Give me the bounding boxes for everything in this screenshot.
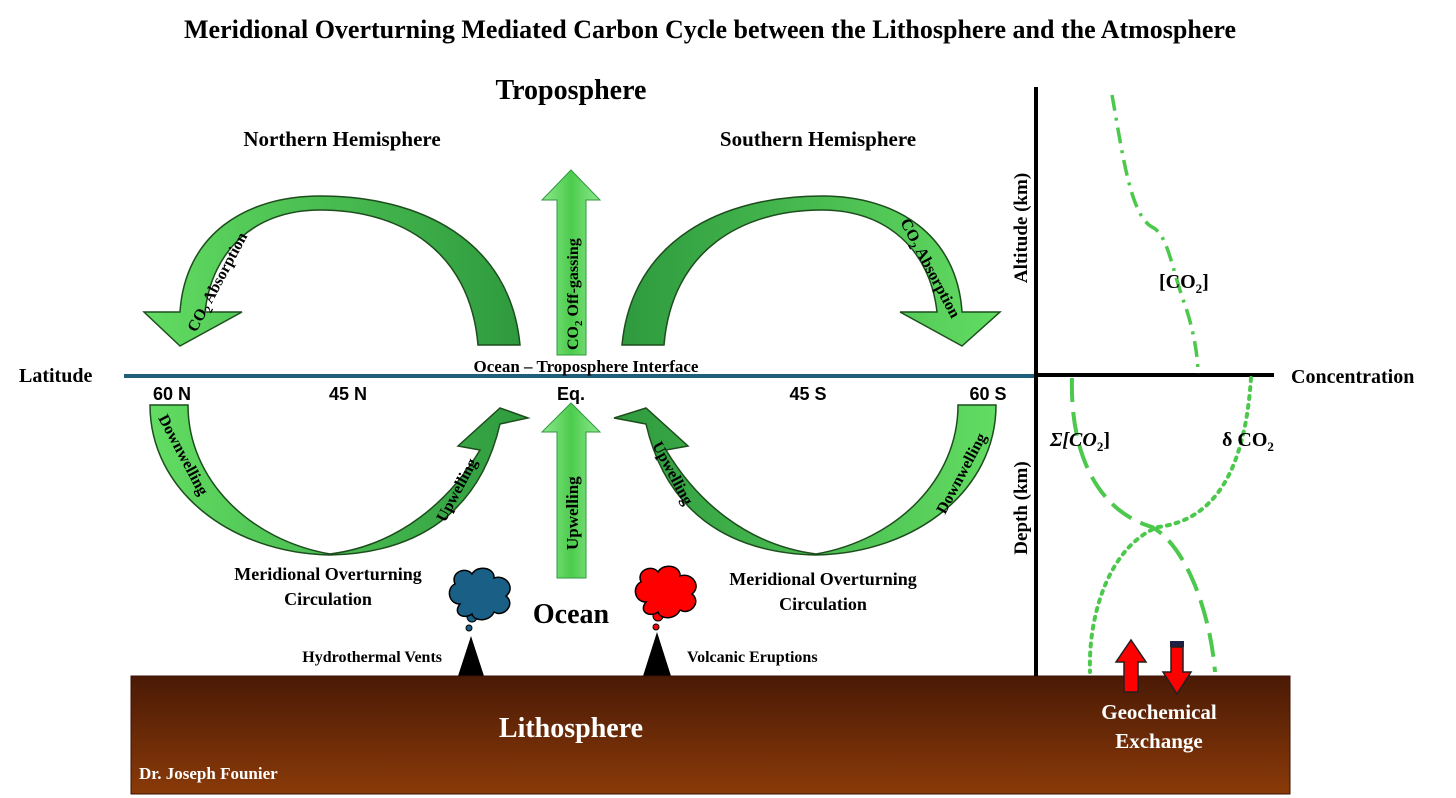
troposphere-label: Troposphere bbox=[496, 75, 647, 106]
volcano-icon bbox=[634, 565, 697, 676]
geochemical-exchange-label-line2: Exchange bbox=[1115, 729, 1203, 753]
offgassing-label: CO2 Off-gassing bbox=[565, 238, 585, 350]
overturning-arrow-south bbox=[613, 404, 997, 556]
delta-co2-label: δ CO2 bbox=[1222, 429, 1274, 454]
upwelling-label-equator: Upwelling bbox=[563, 476, 582, 550]
hydrothermal-vents-label: Hydrothermal Vents bbox=[302, 649, 442, 666]
latitude-tick-eq: Eq. bbox=[557, 384, 585, 404]
circulation-label-north-line2: Circulation bbox=[284, 589, 372, 609]
circulation-label-south-line1: Meridional Overturning bbox=[729, 569, 917, 589]
exchange-arrow-down-icon bbox=[1161, 641, 1193, 696]
geochemical-exchange-label-line1: Geochemical bbox=[1101, 700, 1217, 724]
upwelling-label-north: Upwelling bbox=[434, 456, 482, 525]
absorption-arrow-south bbox=[621, 195, 1002, 347]
atmospheric-co2-profile bbox=[1110, 94, 1200, 375]
depth-axis-label: Depth (km) bbox=[1011, 461, 1032, 554]
latitude-tick-45n: 45 N bbox=[329, 384, 367, 404]
atmospheric-co2-label: [CO2] bbox=[1159, 271, 1209, 296]
offgassing-arrow bbox=[540, 169, 602, 356]
upwelling-arrow-equator bbox=[540, 402, 602, 579]
latitude-tick-60n: 60 N bbox=[153, 384, 191, 404]
hydrothermal-vent-icon bbox=[448, 567, 511, 676]
absorption-arrow-north bbox=[142, 195, 521, 347]
interface-label: Ocean – Troposphere Interface bbox=[474, 357, 699, 376]
overturning-arrow-north bbox=[149, 404, 531, 556]
northern-hemisphere-label: Northern Hemisphere bbox=[243, 127, 440, 151]
ocean-label: Ocean bbox=[533, 599, 610, 630]
sigma-co2-label: Σ[CO2] bbox=[1049, 429, 1110, 454]
exchange-arrow-up-icon bbox=[1114, 638, 1148, 693]
latitude-tick-45s: 45 S bbox=[789, 384, 826, 404]
delta-co2-profile bbox=[1087, 376, 1253, 674]
lithosphere-label: Lithosphere bbox=[499, 713, 643, 744]
concentration-axis-label: Concentration bbox=[1291, 366, 1414, 388]
latitude-tick-60s: 60 S bbox=[969, 384, 1006, 404]
latitude-axis-label: Latitude bbox=[19, 365, 92, 387]
author-credit: Dr. Joseph Founier bbox=[139, 764, 278, 783]
lithosphere-layer bbox=[130, 675, 1291, 795]
volcanic-eruptions-label: Volcanic Eruptions bbox=[687, 649, 818, 666]
southern-hemisphere-label: Southern Hemisphere bbox=[720, 127, 916, 151]
altitude-axis-label: Altitude (km) bbox=[1011, 173, 1032, 283]
diagram-title: Meridional Overturning Mediated Carbon C… bbox=[184, 15, 1236, 44]
circulation-label-south-line2: Circulation bbox=[779, 594, 867, 614]
dissolved-inorganic-carbon-profile bbox=[1069, 377, 1217, 673]
circulation-label-north-line1: Meridional Overturning bbox=[234, 564, 422, 584]
